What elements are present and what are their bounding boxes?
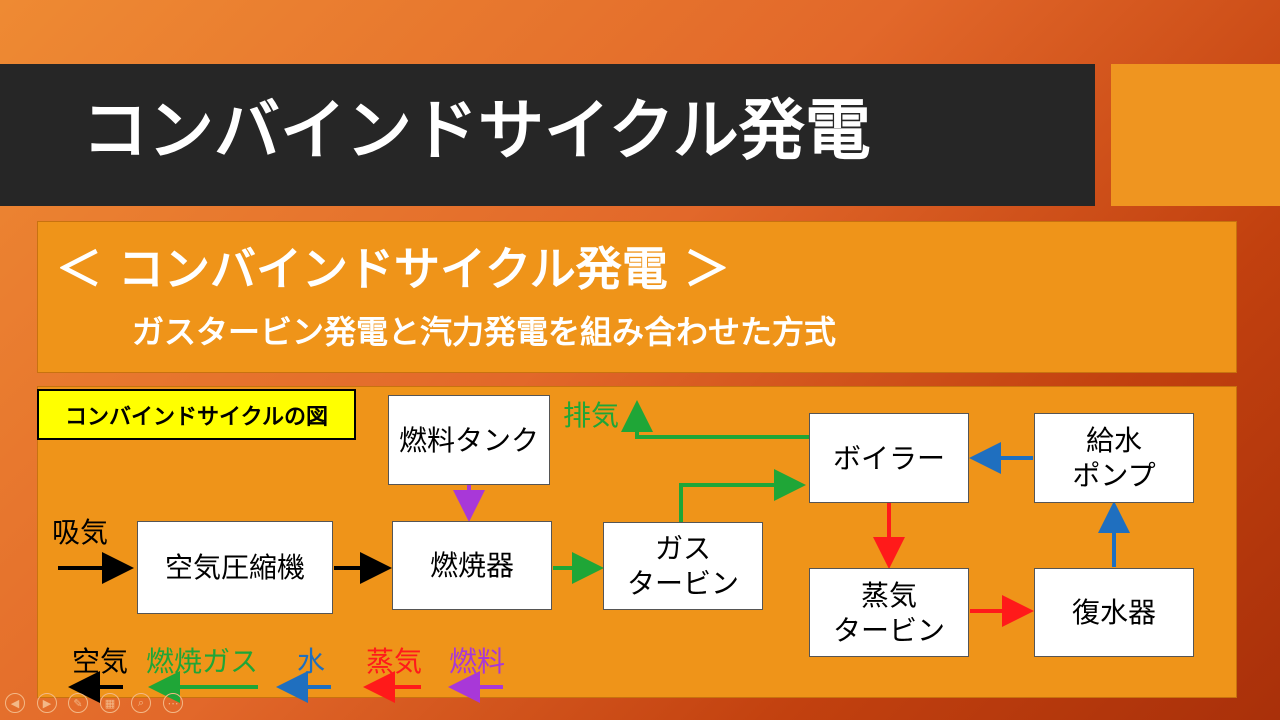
slide-title: コンバインドサイクル発電 — [82, 92, 871, 169]
steam-turbine-box: 蒸気 タービン — [809, 568, 969, 657]
gas-turbine-line1: ガス — [654, 532, 711, 565]
feed-pump-line1: 給水 — [1085, 424, 1142, 457]
gas-turbine-line2: タービン — [626, 567, 739, 600]
steam-turbine-line1: 蒸気 — [860, 578, 917, 612]
pen-icon[interactable]: ✎ — [68, 693, 88, 713]
next-slide-icon[interactable]: ▶ — [37, 693, 57, 713]
more-options-icon[interactable]: ⋯ — [163, 693, 183, 713]
accent-block — [1111, 64, 1280, 206]
zoom-icon[interactable]: ⌕ — [131, 693, 151, 713]
gas-turbine-box: ガス タービン — [603, 522, 763, 610]
boiler-box: ボイラー — [809, 413, 969, 503]
feed-pump-box: 給水 ポンプ — [1034, 413, 1194, 503]
section-heading: ＜ コンバインドサイクル発電 ＞ — [56, 242, 730, 296]
slides-grid-icon[interactable]: ▦ — [100, 693, 120, 713]
feed-pump-line2: ポンプ — [1072, 459, 1156, 492]
definition-panel — [37, 221, 1237, 373]
diagram-badge: コンバインドサイクルの図 — [37, 389, 356, 440]
legend-label-water: 水 — [297, 645, 326, 678]
condenser-box: 復水器 — [1034, 568, 1194, 657]
legend-label-air: 空気 — [72, 645, 129, 678]
legend-label-steam: 蒸気 — [366, 645, 423, 678]
legend-label-gas: 燃焼ガス — [146, 645, 259, 678]
exhaust-label: 排気 — [563, 399, 620, 432]
previous-slide-icon[interactable]: ◀ — [5, 693, 25, 713]
intake-label: 吸気 — [52, 516, 109, 549]
compressor-box: 空気圧縮機 — [137, 521, 333, 614]
title-bar — [0, 64, 1095, 206]
legend-label-fuel: 燃料 — [449, 645, 506, 678]
fuel-tank-box: 燃料タンク — [388, 395, 550, 485]
combustor-box: 燃焼器 — [392, 521, 552, 610]
definition-text: ガスタービン発電と汽力発電を組み合わせた方式 — [132, 313, 837, 351]
steam-turbine-line2: タービン — [832, 613, 945, 647]
